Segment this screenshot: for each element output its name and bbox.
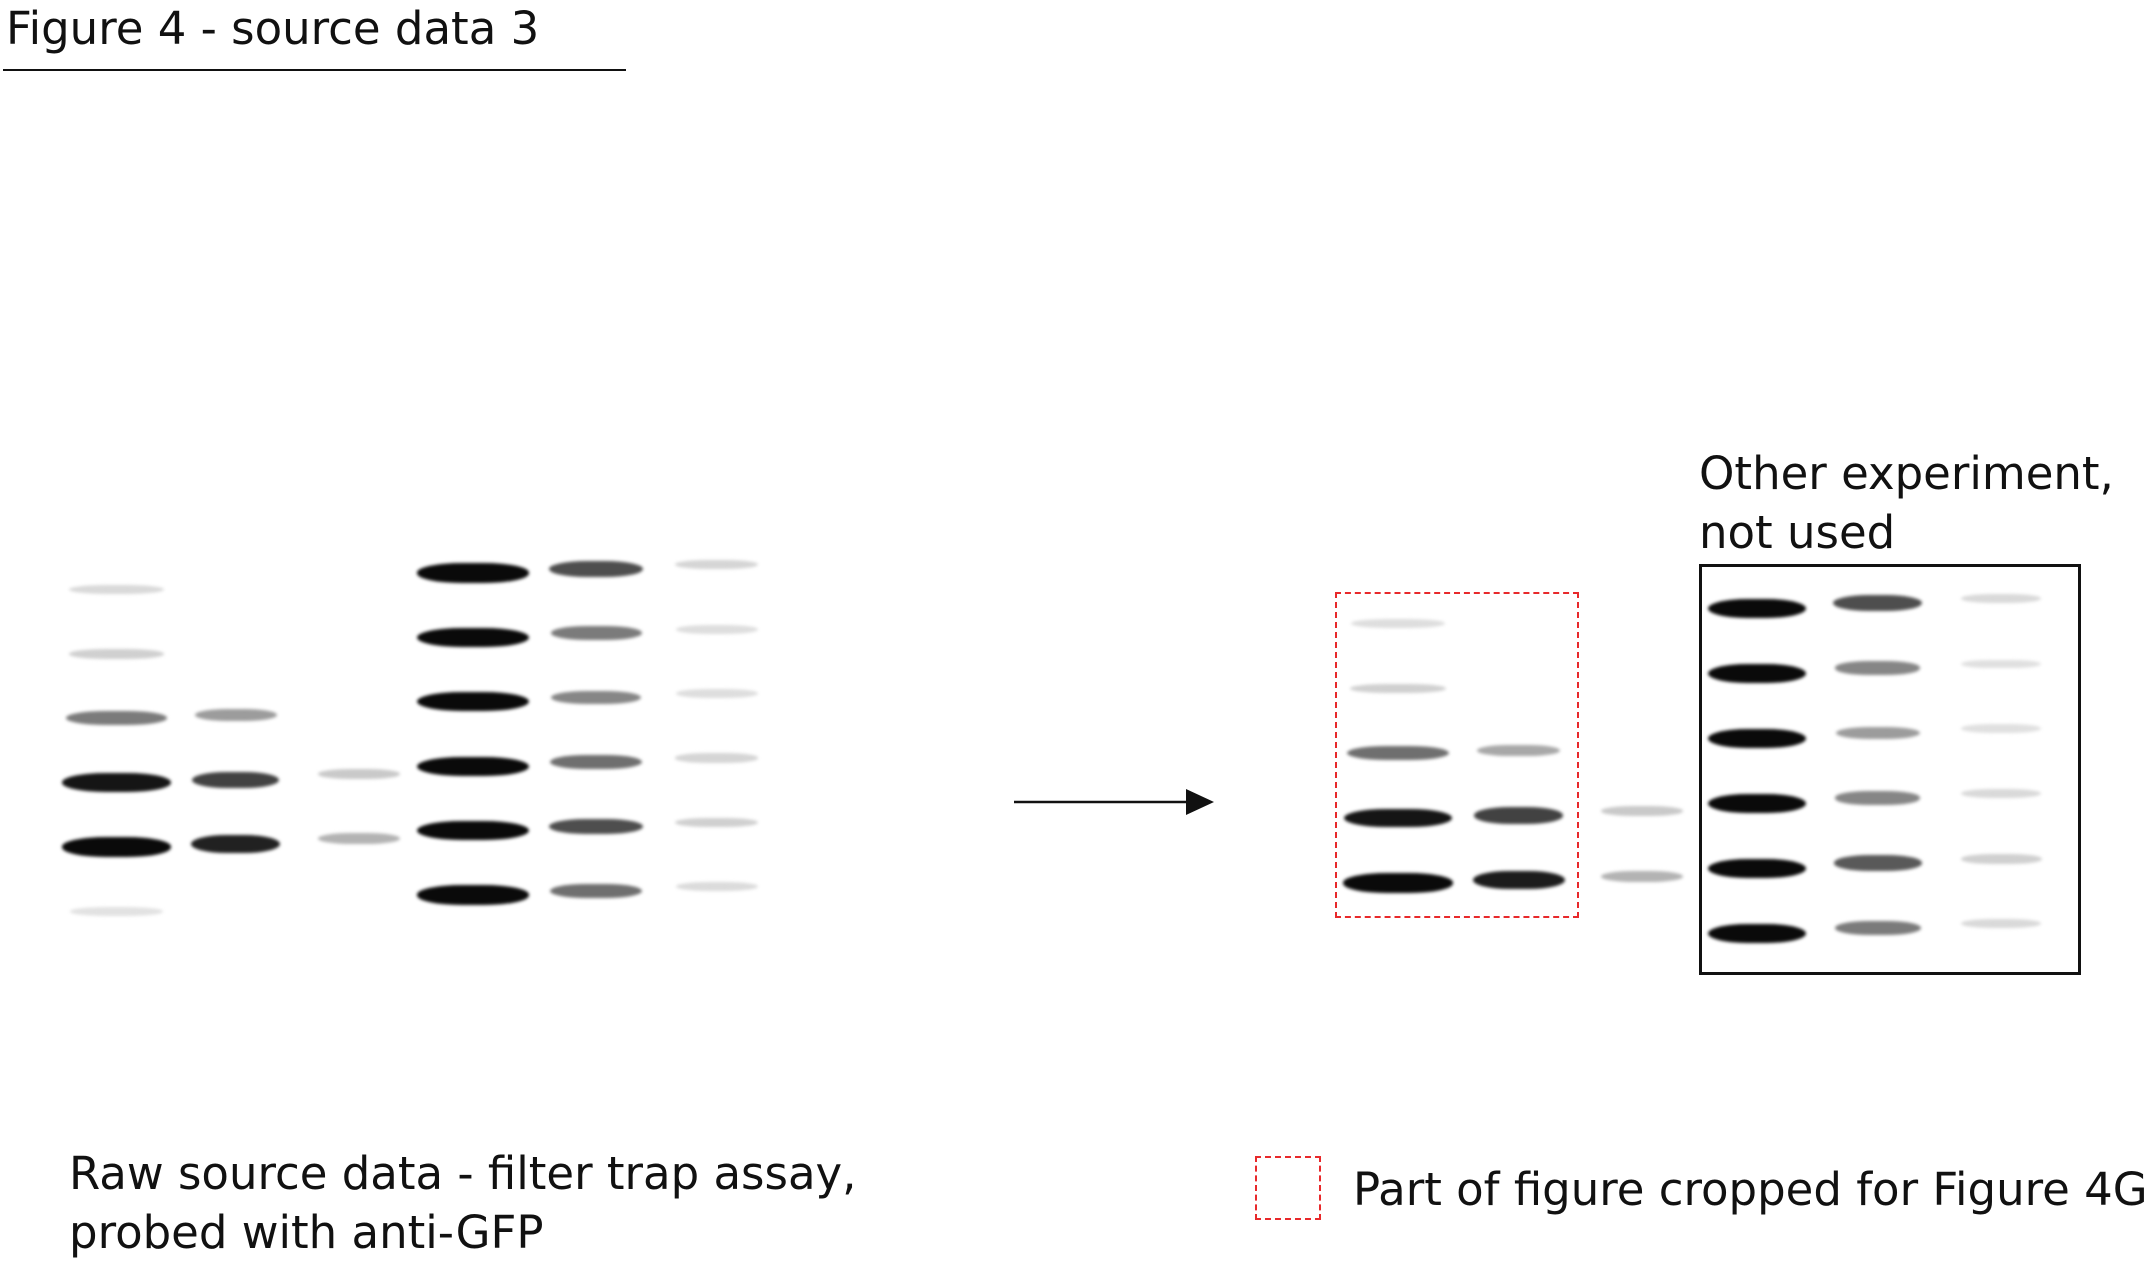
raw-data-caption-line2: probed with anti-GFP [69,1206,544,1259]
blot-band [1835,726,1920,739]
blot-band [549,560,644,577]
blot-band [1960,854,2042,864]
blot-band [1834,791,1921,805]
raw-data-caption-line1: Raw source data - filter trap assay, [69,1147,857,1200]
blot-band [318,769,400,780]
blot-band [1961,659,2042,669]
blot-band [416,756,530,776]
blot-band [1707,923,1807,943]
blot-band [675,882,759,892]
blot-band [1601,806,1683,817]
blot-band [1346,746,1450,761]
blot-band [675,689,759,698]
blot-band [550,691,642,705]
blot-band [1476,744,1561,757]
blot-band [675,817,759,828]
blot-band [1960,789,2042,799]
blot-band [317,833,401,845]
figure-title: Figure 4 - source data 3 [6,2,540,55]
blot-band [1472,871,1565,890]
blot-band [550,754,643,770]
other-experiment-box [1699,564,2081,975]
blot-band [61,837,172,857]
legend-label: Part of figure cropped for Figure 4G [1353,1163,2148,1216]
blot-band [192,771,280,789]
blot-band [1834,661,1921,675]
blot-band [1833,595,1923,611]
blot-band [194,709,277,722]
crop-region-box [1335,592,1579,918]
blot-band [550,626,642,641]
blot-band [69,907,164,916]
blot-band [416,627,530,647]
blot-band [1833,855,1922,871]
blot-band [416,820,530,841]
blot-band [675,560,759,570]
arrow-right-icon [1014,789,1214,815]
blot-band [191,835,281,854]
blot-band [69,584,164,594]
blot-band [1343,873,1453,893]
blot-band [675,624,759,634]
blot-band [1707,663,1807,684]
blot-band [1343,808,1453,828]
blot-band [1834,921,1921,935]
blot-band [65,711,168,726]
blot-band [1707,858,1807,878]
title-underline [3,69,626,71]
blot-band [1707,728,1807,749]
other-experiment-label: Other experiment, [1699,447,2114,500]
blot-band [416,692,530,712]
blot-band [68,649,165,659]
legend-dashed-square-icon [1255,1156,1321,1220]
blot-band [416,563,530,583]
blot-band [550,883,643,898]
blot-band [1707,598,1807,619]
not-used-label: not used [1699,506,1896,559]
blot-band [416,885,530,905]
blot-band [1350,619,1446,629]
blot-band [1473,807,1564,824]
blot-band [675,753,759,763]
blot-band [549,818,644,835]
blot-band [1960,919,2042,929]
blot-band [1707,793,1807,814]
blot-band [62,773,171,792]
blot-band [1600,870,1684,882]
blot-band [1961,724,2042,734]
blot-band [1350,683,1446,694]
blot-band [1960,594,2042,604]
